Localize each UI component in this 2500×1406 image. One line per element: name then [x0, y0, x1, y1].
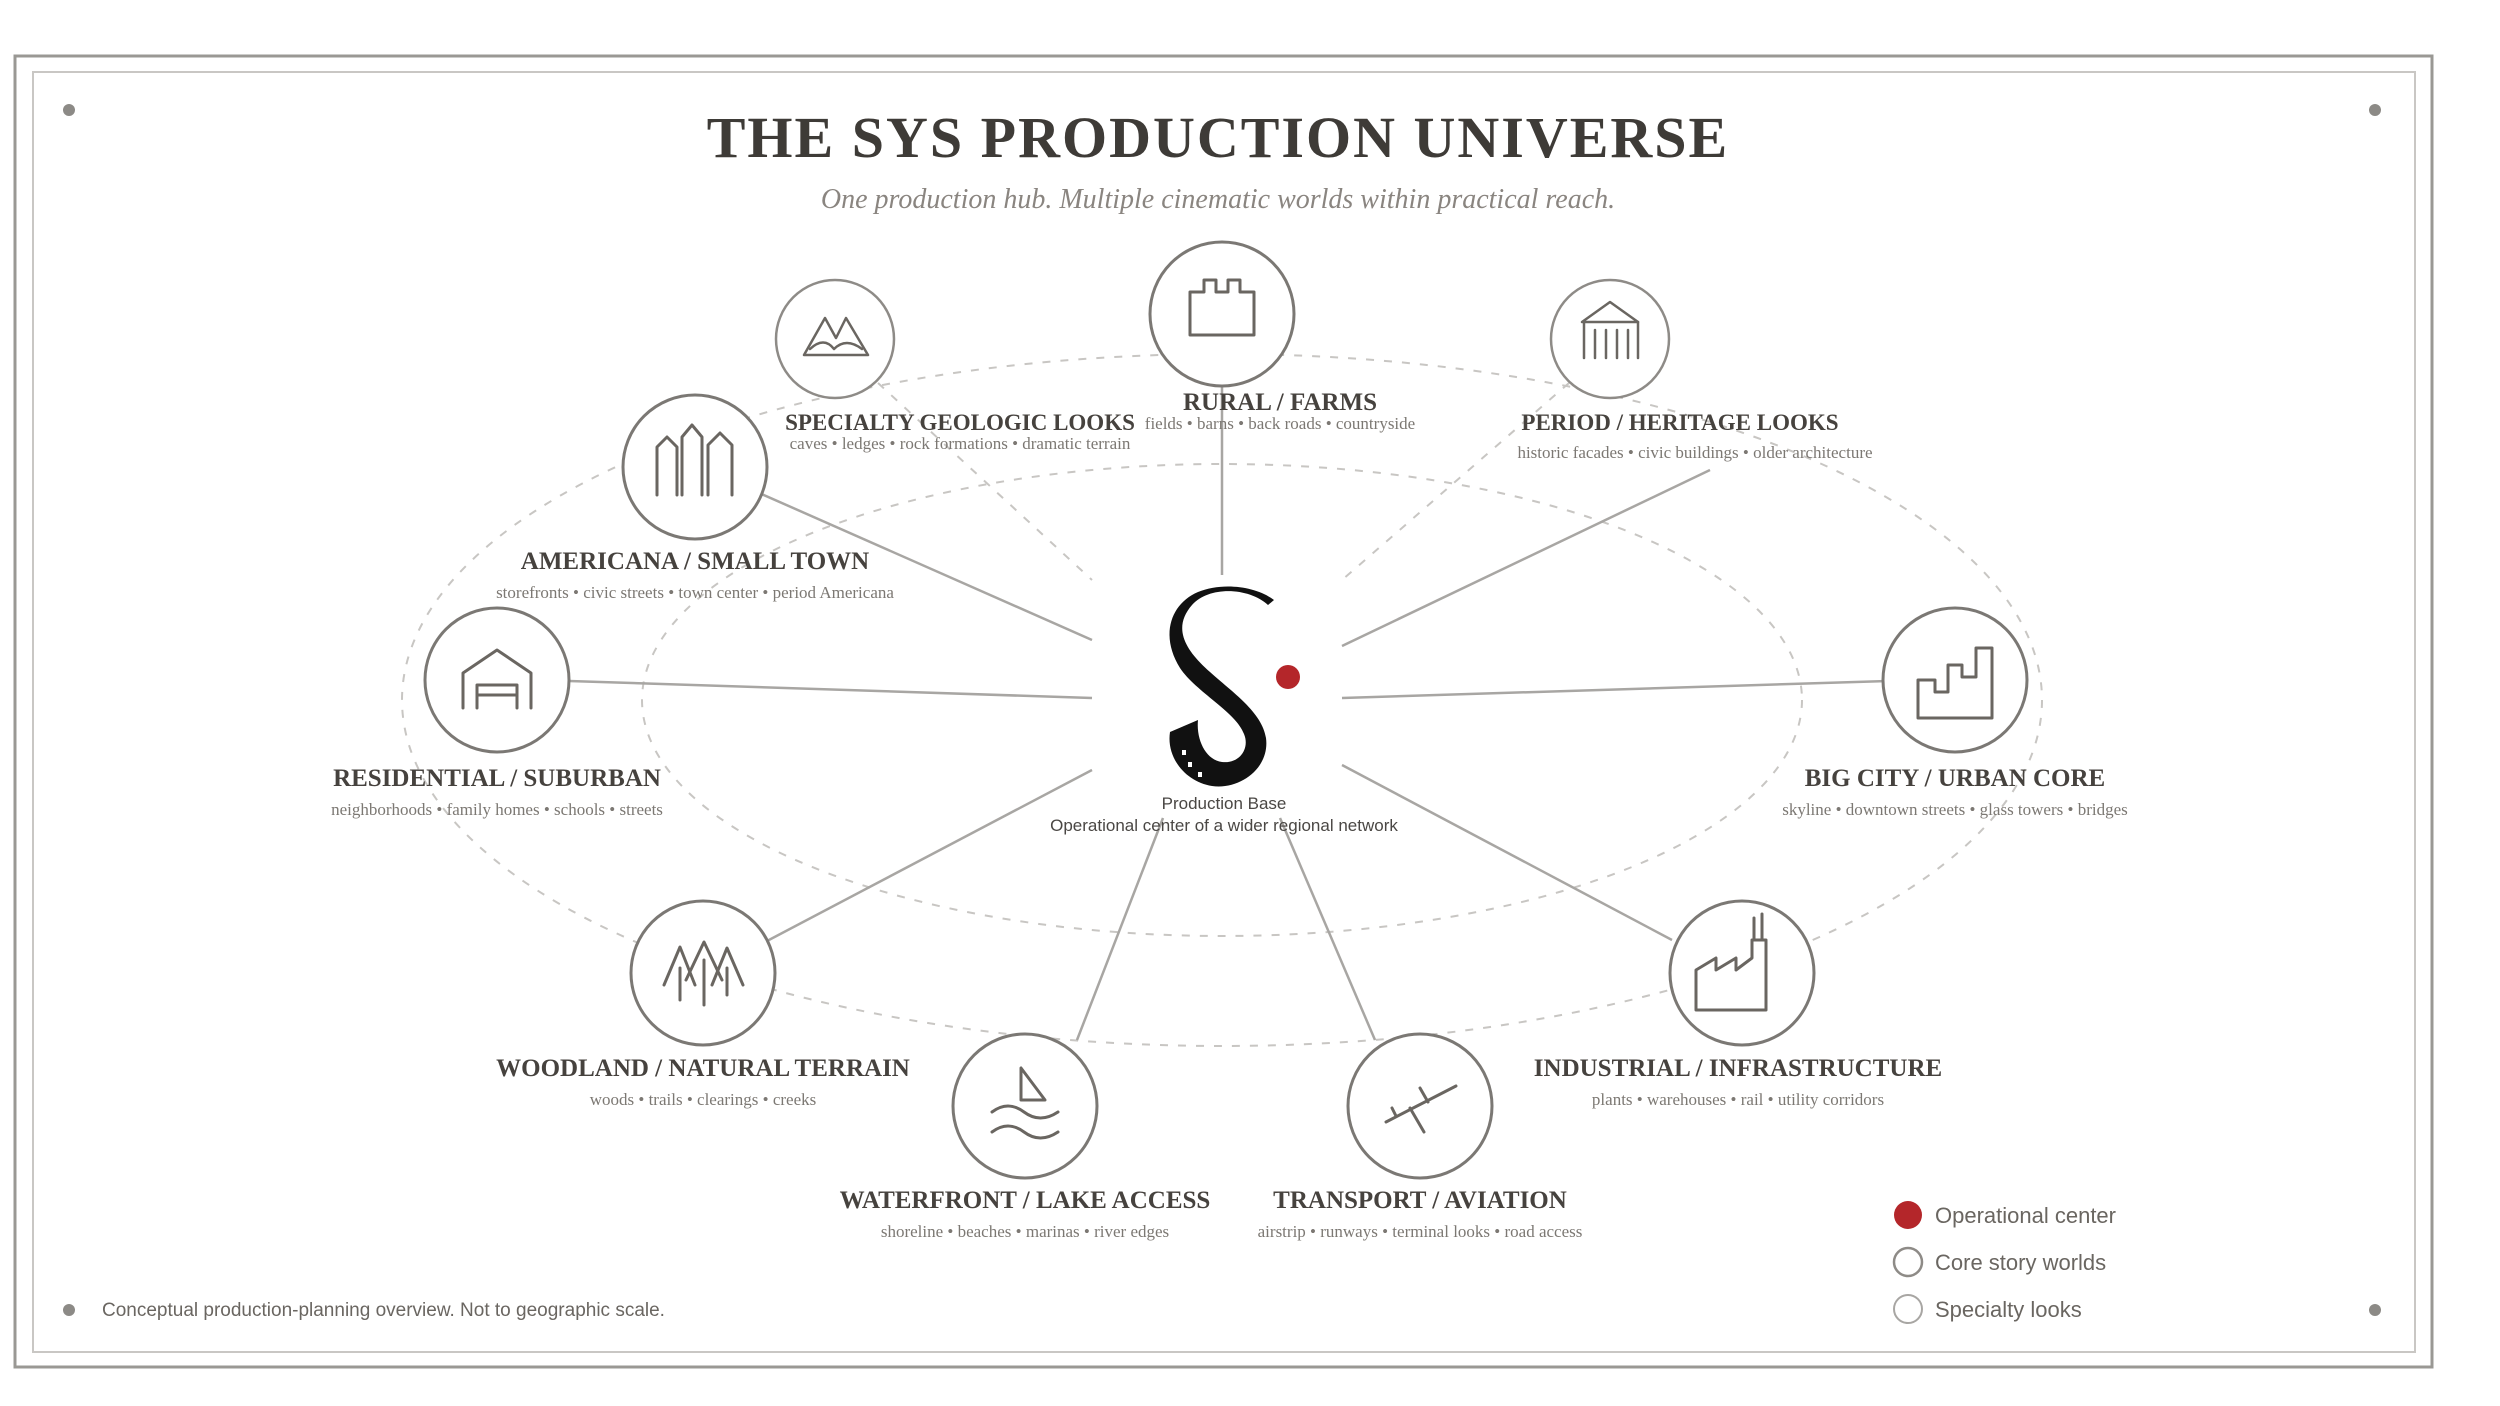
factory-icon [1694, 912, 1768, 1012]
world-name: TRANSPORT / AVIATION [1273, 1187, 1567, 1214]
world-name: INDUSTRIAL / INFRASTRUCTURE [1534, 1055, 1942, 1082]
world-name: RURAL / FARMS [1183, 389, 1377, 416]
legend-label: Operational center [1935, 1203, 2116, 1228]
corner-dot-br [2369, 1304, 2381, 1316]
inner-orbit [641, 463, 1803, 937]
skyline-icon [1916, 646, 1994, 720]
world-desc: airstrip • runways • terminal looks • ro… [1258, 1222, 1583, 1241]
legend-label: Specialty looks [1935, 1297, 2082, 1322]
world-desc: plants • warehouses • rail • utility cor… [1592, 1090, 1884, 1109]
world-node-transport[interactable]: TRANSPORT / AVIATION airstrip • runways … [1258, 1032, 1583, 1241]
film-reel-s-shape [1169, 586, 1274, 787]
outer-orbit [401, 353, 2043, 1047]
connector-line [1341, 468, 1711, 648]
world-name: BIG CITY / URBAN CORE [1805, 765, 2106, 792]
world-desc: historic facades • civic buildings • old… [1517, 443, 1872, 462]
connector-line [756, 490, 1093, 642]
operational-center-dot [1276, 665, 1300, 689]
connector-lines [568, 386, 1889, 1041]
legend: Operational center Core story worlds Spe… [1892, 1201, 2116, 1324]
corner-dot-tr [2369, 104, 2381, 116]
columns-icon [1580, 300, 1640, 360]
world-desc: storefronts • civic streets • town cente… [496, 583, 894, 602]
legend-swatch-core [1892, 1246, 1924, 1278]
corner-dot-tl [63, 104, 75, 116]
world-desc: fields • barns • back roads • countrysid… [1145, 414, 1415, 433]
page-subtitle: One production hub. Multiple cinematic w… [821, 184, 1615, 215]
outer-frame [13, 54, 2434, 1369]
inner-frame [32, 71, 2416, 1353]
legend-swatch-center [1894, 1201, 1922, 1229]
world-node-residential[interactable]: RESIDENTIAL / SUBURBAN neighborhoods • f… [331, 606, 663, 819]
world-node-heritage[interactable]: PERIOD / HERITAGE LOOKS historic facades… [1517, 278, 1873, 462]
world-name: SPECIALTY GEOLOGIC LOOKS [785, 410, 1135, 435]
trees-icon [662, 940, 745, 1007]
world-name: PERIOD / HERITAGE LOOKS [1521, 410, 1838, 435]
world-node-americana[interactable]: AMERICANA / SMALL TOWN storefronts • civ… [496, 393, 894, 602]
specialty-connector-line [877, 382, 1093, 581]
world-name: WOODLAND / NATURAL TERRAIN [496, 1055, 910, 1082]
world-name: RESIDENTIAL / SUBURBAN [333, 765, 661, 792]
world-node-waterfront[interactable]: WATERFRONT / LAKE ACCESS shoreline • bea… [840, 1032, 1211, 1241]
legend-swatch-specialty [1893, 1294, 1923, 1324]
world-desc: shoreline • beaches • marinas • river ed… [881, 1222, 1169, 1241]
specialty-connector-line [1341, 382, 1570, 581]
legend-label: Core story worlds [1935, 1250, 2106, 1275]
world-node-woodland[interactable]: WOODLAND / NATURAL TERRAIN woods • trail… [496, 899, 910, 1109]
mountain-icon [802, 316, 870, 357]
airplane-icon [1384, 1084, 1458, 1134]
hub-name: Production Base [1162, 794, 1287, 813]
specialty-connector-lines [877, 382, 1570, 581]
sys-logo [1169, 586, 1300, 787]
world-node-geologic[interactable]: SPECIALTY GEOLOGIC LOOKS caves • ledges … [774, 278, 1135, 453]
barn-icon [1188, 278, 1256, 337]
connector-line [1341, 679, 1889, 700]
production-base-hub[interactable]: Production Base Operational center of a … [1050, 586, 1398, 835]
storefronts-icon [655, 423, 734, 497]
world-desc: woods • trails • clearings • creeks [590, 1090, 817, 1109]
page-title: THE SYS PRODUCTION UNIVERSE [707, 105, 1729, 170]
film-perforations [1182, 594, 1255, 777]
world-node-industrial[interactable]: INDUSTRIAL / INFRASTRUCTURE plants • war… [1534, 899, 1942, 1109]
sailboat-icon [990, 1066, 1060, 1140]
world-desc: neighborhoods • family homes • schools •… [331, 800, 663, 819]
connector-line [1341, 763, 1673, 942]
world-node-bigcity[interactable]: BIG CITY / URBAN CORE skyline • downtown… [1782, 606, 2128, 819]
footnote: Conceptual production-planning overview.… [102, 1300, 665, 1321]
connector-line [766, 768, 1093, 943]
connector-line [568, 679, 1093, 700]
world-name: AMERICANA / SMALL TOWN [521, 548, 869, 575]
house-icon [461, 648, 533, 710]
connector-line [1278, 817, 1377, 1041]
hub-description: Operational center of a wider regional n… [1050, 816, 1398, 835]
connector-line [1075, 817, 1165, 1041]
world-desc: caves • ledges • rock formations • drama… [790, 434, 1131, 453]
world-desc: skyline • downtown streets • glass tower… [1782, 800, 2128, 819]
corner-dot-bl [63, 1304, 75, 1316]
world-name: WATERFRONT / LAKE ACCESS [840, 1187, 1211, 1214]
world-node-rural[interactable]: RURAL / FARMS fields • barns • back road… [1145, 240, 1415, 433]
